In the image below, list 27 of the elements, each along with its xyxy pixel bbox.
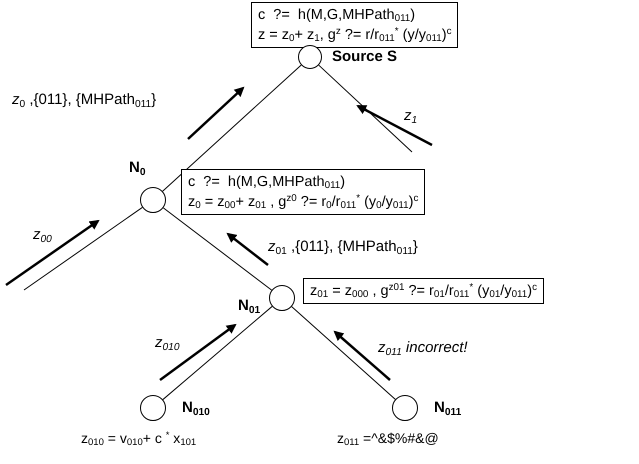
message-label: z$_{010}$ xyxy=(155,333,180,353)
tree-line xyxy=(162,306,273,400)
node-name: N$_{0}$ xyxy=(129,159,146,177)
node-formula: z$_{010}$ = v$_{010}$+ c $^{*}$ x$_{101}$ xyxy=(81,429,196,447)
formula: z = z$_{0}$+ z$_{1}$, g$^{z}$ ?= r/r$_{011}$$^{*}$ (y/y$_{011}$)$^{c}$ xyxy=(258,25,452,45)
tree-line xyxy=(291,306,396,400)
message-label: z$_{011}$ incorrect! xyxy=(378,338,468,358)
formula: c ?= h(M,G,MHPath$_{011}$) xyxy=(188,173,346,192)
tree-line xyxy=(318,64,412,152)
message-label: z$_{00}$ xyxy=(33,225,52,245)
node-formula: z$_{011}$ =^&$%#&@ xyxy=(337,429,439,447)
formula: z$_{0}$ = z$_{00}$+ z$_{01}$ , g$^{z0}$ ?= r$_{0}$/r$_{011}$$^{*}$ (y$_{0}$/y$_{011}$)$^{c}$ xyxy=(188,192,418,212)
formula-box xyxy=(303,278,544,304)
tree-line xyxy=(162,64,302,192)
formula: z$_{01}$ = z$_{000}$ , g$^{z01}$ ?= r$_{01}$/r$_{011}$$^{*}$ (y$_{01}$/y$_{011}$)$^{c}$ xyxy=(310,281,538,301)
message-label: z$_{1}$ xyxy=(404,106,418,126)
message-label: z$_{01}$ ,{011}, {MHPath$_{011}$} xyxy=(268,237,418,257)
tree-line xyxy=(24,206,143,290)
node-name: N$_{010}$ xyxy=(182,399,210,417)
formula-box xyxy=(181,169,426,215)
node-name: N$_{01}$ xyxy=(238,297,260,315)
formula: c ?= h(M,G,MHPath$_{011}$) xyxy=(258,6,416,25)
node-name: N$_{011}$ xyxy=(434,399,462,417)
formula-box xyxy=(251,2,458,48)
node-name: Source S xyxy=(332,48,398,66)
tree-line xyxy=(162,207,272,291)
message-label: z$_{0}$ ,{011}, {MHPath$_{011}$} xyxy=(12,90,156,110)
